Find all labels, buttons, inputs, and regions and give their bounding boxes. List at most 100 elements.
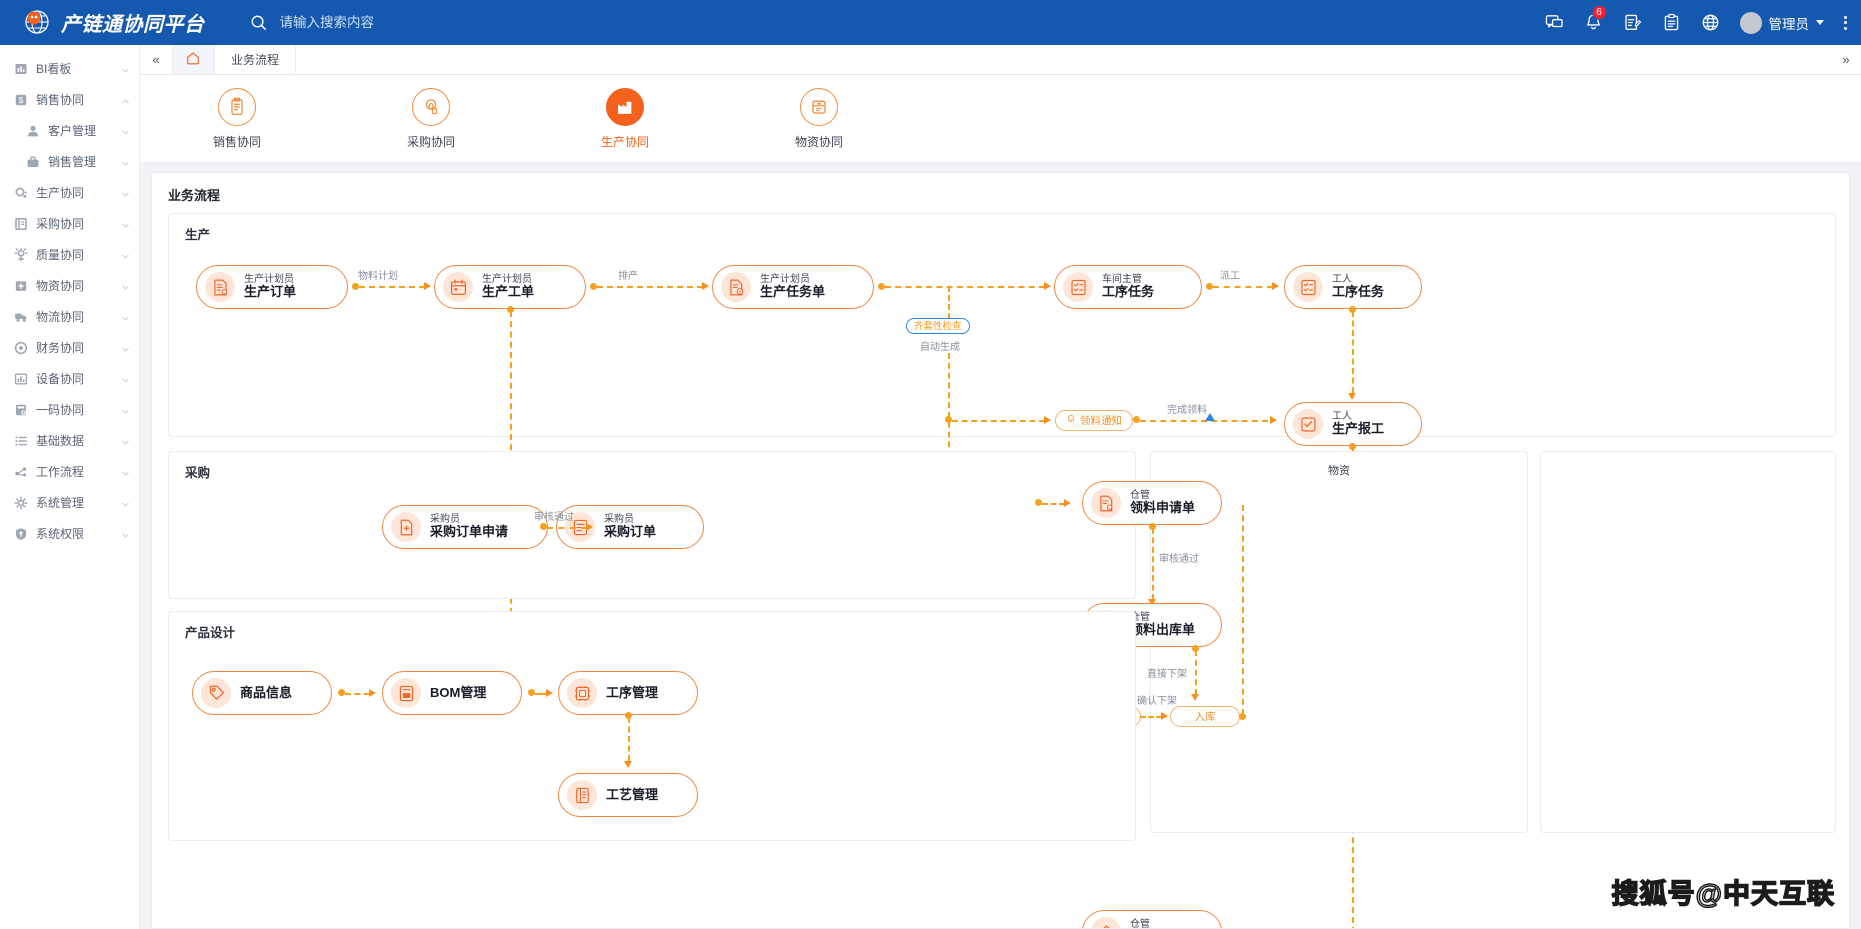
global-search[interactable] — [250, 14, 540, 31]
chevron-up-icon — [121, 95, 130, 104]
bi-dashboard-icon — [14, 62, 28, 76]
tab-home[interactable] — [172, 45, 214, 74]
chevron-down-icon — [121, 436, 130, 445]
chevron-down-icon — [121, 498, 130, 507]
book-icon — [14, 217, 28, 231]
node-production-task[interactable]: 生产计划员 生产任务单 — [712, 265, 874, 309]
sidebar-item-13[interactable]: 工作流程 — [0, 456, 139, 487]
node-craft-management[interactable]: 工艺管理 — [558, 773, 698, 817]
sidebar-item-7[interactable]: 物资协同 — [0, 270, 139, 301]
sidebar-item-label: BI看板 — [36, 62, 72, 76]
bom-doc-icon — [391, 678, 421, 708]
edge-line — [628, 717, 630, 761]
edge-label: 审核通过 — [1159, 554, 1199, 565]
node-finished-goods-inbound[interactable]: 仓管 成品入库 — [1082, 910, 1222, 928]
bell-icon[interactable]: 6 — [1584, 5, 1607, 32]
node-picking-request[interactable]: 仓管 领料申请单 — [1082, 481, 1222, 525]
edge-line — [345, 693, 370, 695]
sidebar-item-5[interactable]: 采购协同 — [0, 208, 139, 239]
chip-inbound[interactable]: 入库 — [1170, 706, 1240, 727]
sidebar-item-11[interactable]: 一码协同 — [0, 394, 139, 425]
tab-label: 业务流程 — [231, 53, 280, 67]
checklist-icon — [1293, 272, 1323, 302]
edge-dot — [352, 283, 359, 290]
edge-arrow — [1044, 282, 1051, 290]
node-name: 生产工单 — [482, 284, 535, 300]
module-2[interactable]: 生产协同 — [583, 87, 667, 150]
chevron-down-icon — [121, 157, 130, 166]
node-production-report[interactable]: 工人 生产报工 — [1284, 402, 1422, 446]
chip-kitting-check[interactable]: 齐套性检查 — [906, 318, 970, 334]
edge-dot — [1149, 523, 1156, 530]
brand[interactable]: 产链通协同平台 — [0, 8, 205, 38]
form-edit-icon[interactable] — [1623, 13, 1642, 32]
tab-business-process[interactable]: 业务流程 — [214, 45, 297, 74]
sidebar-item-1[interactable]: $销售协同 — [0, 84, 139, 115]
sidebar-item-14[interactable]: 系统管理 — [0, 487, 139, 518]
node-process-task-worker[interactable]: 工人 工序任务 — [1284, 265, 1422, 309]
chevron-down-icon — [121, 281, 130, 290]
sidebar-item-label: 质量协同 — [36, 248, 85, 262]
chevron-down-icon — [121, 467, 130, 476]
sidebar-item-0[interactable]: BI看板 — [0, 53, 139, 84]
edge-line — [535, 693, 547, 695]
sidebar-item-label: 基础数据 — [36, 434, 85, 448]
node-role: 生产计划员 — [482, 273, 532, 285]
process-icon — [567, 678, 597, 708]
node-production-workorder[interactable]: 生产计划员 生产工单 — [434, 265, 586, 309]
edge-label: 自动生成 — [920, 342, 960, 353]
edge-dot — [1192, 645, 1199, 652]
module-label: 销售协同 — [212, 134, 261, 149]
module-1[interactable]: 采购协同 — [389, 87, 473, 150]
node-production-order[interactable]: 生产计划员 生产订单 — [196, 265, 348, 309]
edge-dot — [540, 523, 547, 530]
expand-right-icon[interactable]: » — [1842, 52, 1850, 67]
sidebar-item-3[interactable]: 销售管理 — [0, 146, 139, 177]
tag-icon — [201, 678, 231, 708]
node-bom-management[interactable]: BOM管理 — [382, 671, 522, 715]
edge-label: 直接下架 — [1147, 669, 1187, 680]
module-label: 物资协同 — [794, 134, 843, 149]
chip-label: 领料通知 — [1080, 415, 1122, 427]
node-name: 生产报工 — [1332, 421, 1385, 437]
sidebar-item-4[interactable]: 生产协同 — [0, 177, 139, 208]
search-input[interactable] — [279, 15, 540, 30]
gear-icon — [14, 495, 28, 510]
sidebar-item-10[interactable]: 设备协同 — [0, 363, 139, 394]
coin-icon — [14, 341, 28, 355]
node-process-management[interactable]: 工序管理 — [558, 671, 698, 715]
chip-material-notice[interactable]: 领料通知 — [1055, 410, 1133, 431]
sidebar-item-6[interactable]: 质量协同 — [0, 239, 139, 270]
edge-line — [952, 420, 1045, 422]
globe-icon[interactable] — [1701, 13, 1720, 32]
sidebar-item-12[interactable]: 基础数据 — [0, 425, 139, 456]
flow-stage: 生产 生产计划员 生产订单 — [152, 205, 1849, 928]
more-vertical-icon[interactable] — [1844, 15, 1847, 30]
node-name: 领料申请单 — [1130, 500, 1196, 516]
edge-arrow — [1044, 416, 1051, 424]
user-menu[interactable]: 管理员 — [1739, 11, 1824, 34]
sidebar-item-15[interactable]: 系统权限 — [0, 518, 139, 549]
sidebar-item-label: 物流协同 — [36, 310, 85, 324]
edge-line — [359, 286, 425, 288]
node-purchase-request[interactable]: 采购员 采购订单申请 — [382, 505, 548, 549]
chevron-down-icon — [121, 405, 130, 414]
edge-arrow — [624, 761, 632, 768]
sidebar-item-9[interactable]: 财务协同 — [0, 332, 139, 363]
sidebar-item-2[interactable]: 客户管理 — [0, 115, 139, 146]
clipboard-icon[interactable] — [1662, 13, 1681, 32]
node-name: BOM管理 — [430, 684, 487, 700]
sidebar-item-8[interactable]: 物流协同 — [0, 301, 139, 332]
module-3[interactable]: 物资协同 — [777, 87, 861, 150]
node-role: 生产计划员 — [244, 273, 294, 285]
chat-icon[interactable] — [1545, 13, 1564, 32]
node-name: 采购订单申请 — [430, 524, 509, 540]
node-process-task-supervisor[interactable]: 车间主管 工序任务 — [1054, 265, 1202, 309]
collapse-left-icon[interactable]: « — [152, 52, 160, 67]
edge-arrow — [1161, 712, 1168, 720]
edge-arrow — [424, 282, 431, 290]
material-box-icon — [800, 87, 838, 126]
module-0[interactable]: 销售协同 — [195, 87, 279, 150]
edge-label: 排产 — [618, 271, 638, 282]
node-product-info[interactable]: 商品信息 — [192, 671, 332, 715]
